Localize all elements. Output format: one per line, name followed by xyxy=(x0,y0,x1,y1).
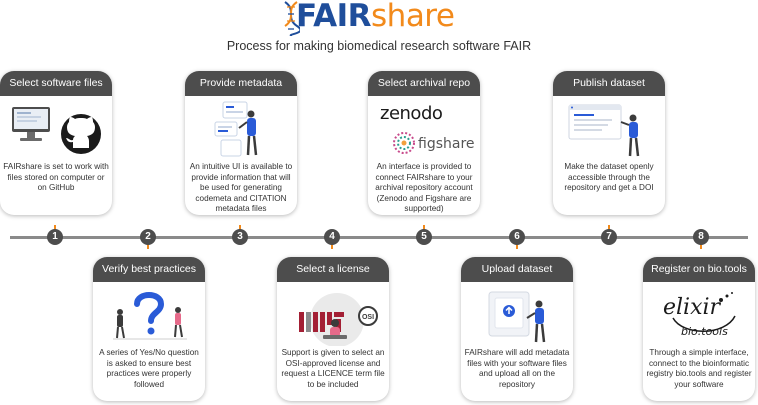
fairshare-logo: FAIRshare xyxy=(282,0,482,36)
step-card-1: Select software files FAIRshare is set t… xyxy=(0,71,112,215)
step-number-8: 8 xyxy=(693,229,709,245)
osi-logo: OSI xyxy=(358,306,378,326)
mit-logo xyxy=(299,312,344,332)
question-mark-illustration xyxy=(113,292,187,340)
step-description: Make the dataset openly accessible throu… xyxy=(564,162,654,193)
zenodo-logo: zenodo xyxy=(380,103,443,124)
step-title: Verify best practices xyxy=(93,257,205,282)
step-card-4: Select a license OSI Support is given to… xyxy=(277,257,389,401)
step-description: A series of Yes/No question is asked to … xyxy=(99,348,199,389)
computer-icon xyxy=(12,107,50,141)
step-card-8: Register on bio.tools elixir bio.tools T… xyxy=(643,257,755,401)
step-description: An intuitive UI is available to provide … xyxy=(189,162,293,214)
step-art xyxy=(0,100,112,160)
step-title: Upload dataset xyxy=(461,257,573,282)
dna-helix-icon xyxy=(284,1,300,36)
svg-text:OSI: OSI xyxy=(362,314,374,321)
step-title: Select software files xyxy=(0,71,112,96)
step-number-3: 3 xyxy=(232,229,248,245)
publish-illustration xyxy=(568,104,640,157)
step-art xyxy=(553,100,665,160)
step-art: OSI xyxy=(277,286,389,346)
step-title: Register on bio.tools xyxy=(643,257,755,282)
page-subtitle: Process for making biomedical research s… xyxy=(226,39,532,53)
logo-text: FAIRshare xyxy=(296,0,455,34)
step-number-7: 7 xyxy=(601,229,617,245)
step-description: Through a simple interface, connect to t… xyxy=(646,348,752,389)
step-art: elixir bio.tools xyxy=(643,286,755,346)
step-card-5: Select archival repo zenodo figshare An … xyxy=(368,71,480,215)
step-description: FAIRshare will add metadata files with y… xyxy=(464,348,570,389)
github-icon xyxy=(61,114,101,154)
step-card-6: Upload dataset FAIRshare will add metada… xyxy=(461,257,573,401)
figshare-logo: figshare xyxy=(418,136,475,152)
step-title: Select a license xyxy=(277,257,389,282)
step-description: Support is given to select an OSI-approv… xyxy=(281,348,385,389)
step-number-1: 1 xyxy=(47,229,63,245)
step-card-3: Provide metadata An intuitive UI is avai… xyxy=(185,71,297,215)
step-number-2: 2 xyxy=(140,229,156,245)
upload-illustration xyxy=(488,291,546,343)
step-art xyxy=(93,286,205,346)
timeline-line xyxy=(10,236,748,239)
step-description: FAIRshare is set to work with files stor… xyxy=(3,162,109,193)
step-number-4: 4 xyxy=(324,229,340,245)
step-art: zenodo figshare xyxy=(368,100,480,160)
step-title: Publish dataset xyxy=(553,71,665,96)
figshare-flower-icon xyxy=(393,132,415,154)
step-art xyxy=(461,286,573,346)
step-description: An interface is provided to connect FAIR… xyxy=(375,162,473,214)
process-timeline: 1 2 3 4 5 6 7 8 xyxy=(0,225,758,249)
step-art xyxy=(185,100,297,160)
step-card-7: Publish dataset Make the dataset openly … xyxy=(553,71,665,215)
step-card-2: Verify best practices A series of Yes/No… xyxy=(93,257,205,401)
step-title: Provide metadata xyxy=(185,71,297,96)
metadata-illustration xyxy=(214,101,258,157)
step-number-5: 5 xyxy=(416,229,432,245)
step-number-6: 6 xyxy=(509,229,525,245)
biotools-logo: bio.tools xyxy=(681,325,728,338)
elixir-logo: elixir xyxy=(663,295,722,320)
step-title: Select archival repo xyxy=(368,71,480,96)
